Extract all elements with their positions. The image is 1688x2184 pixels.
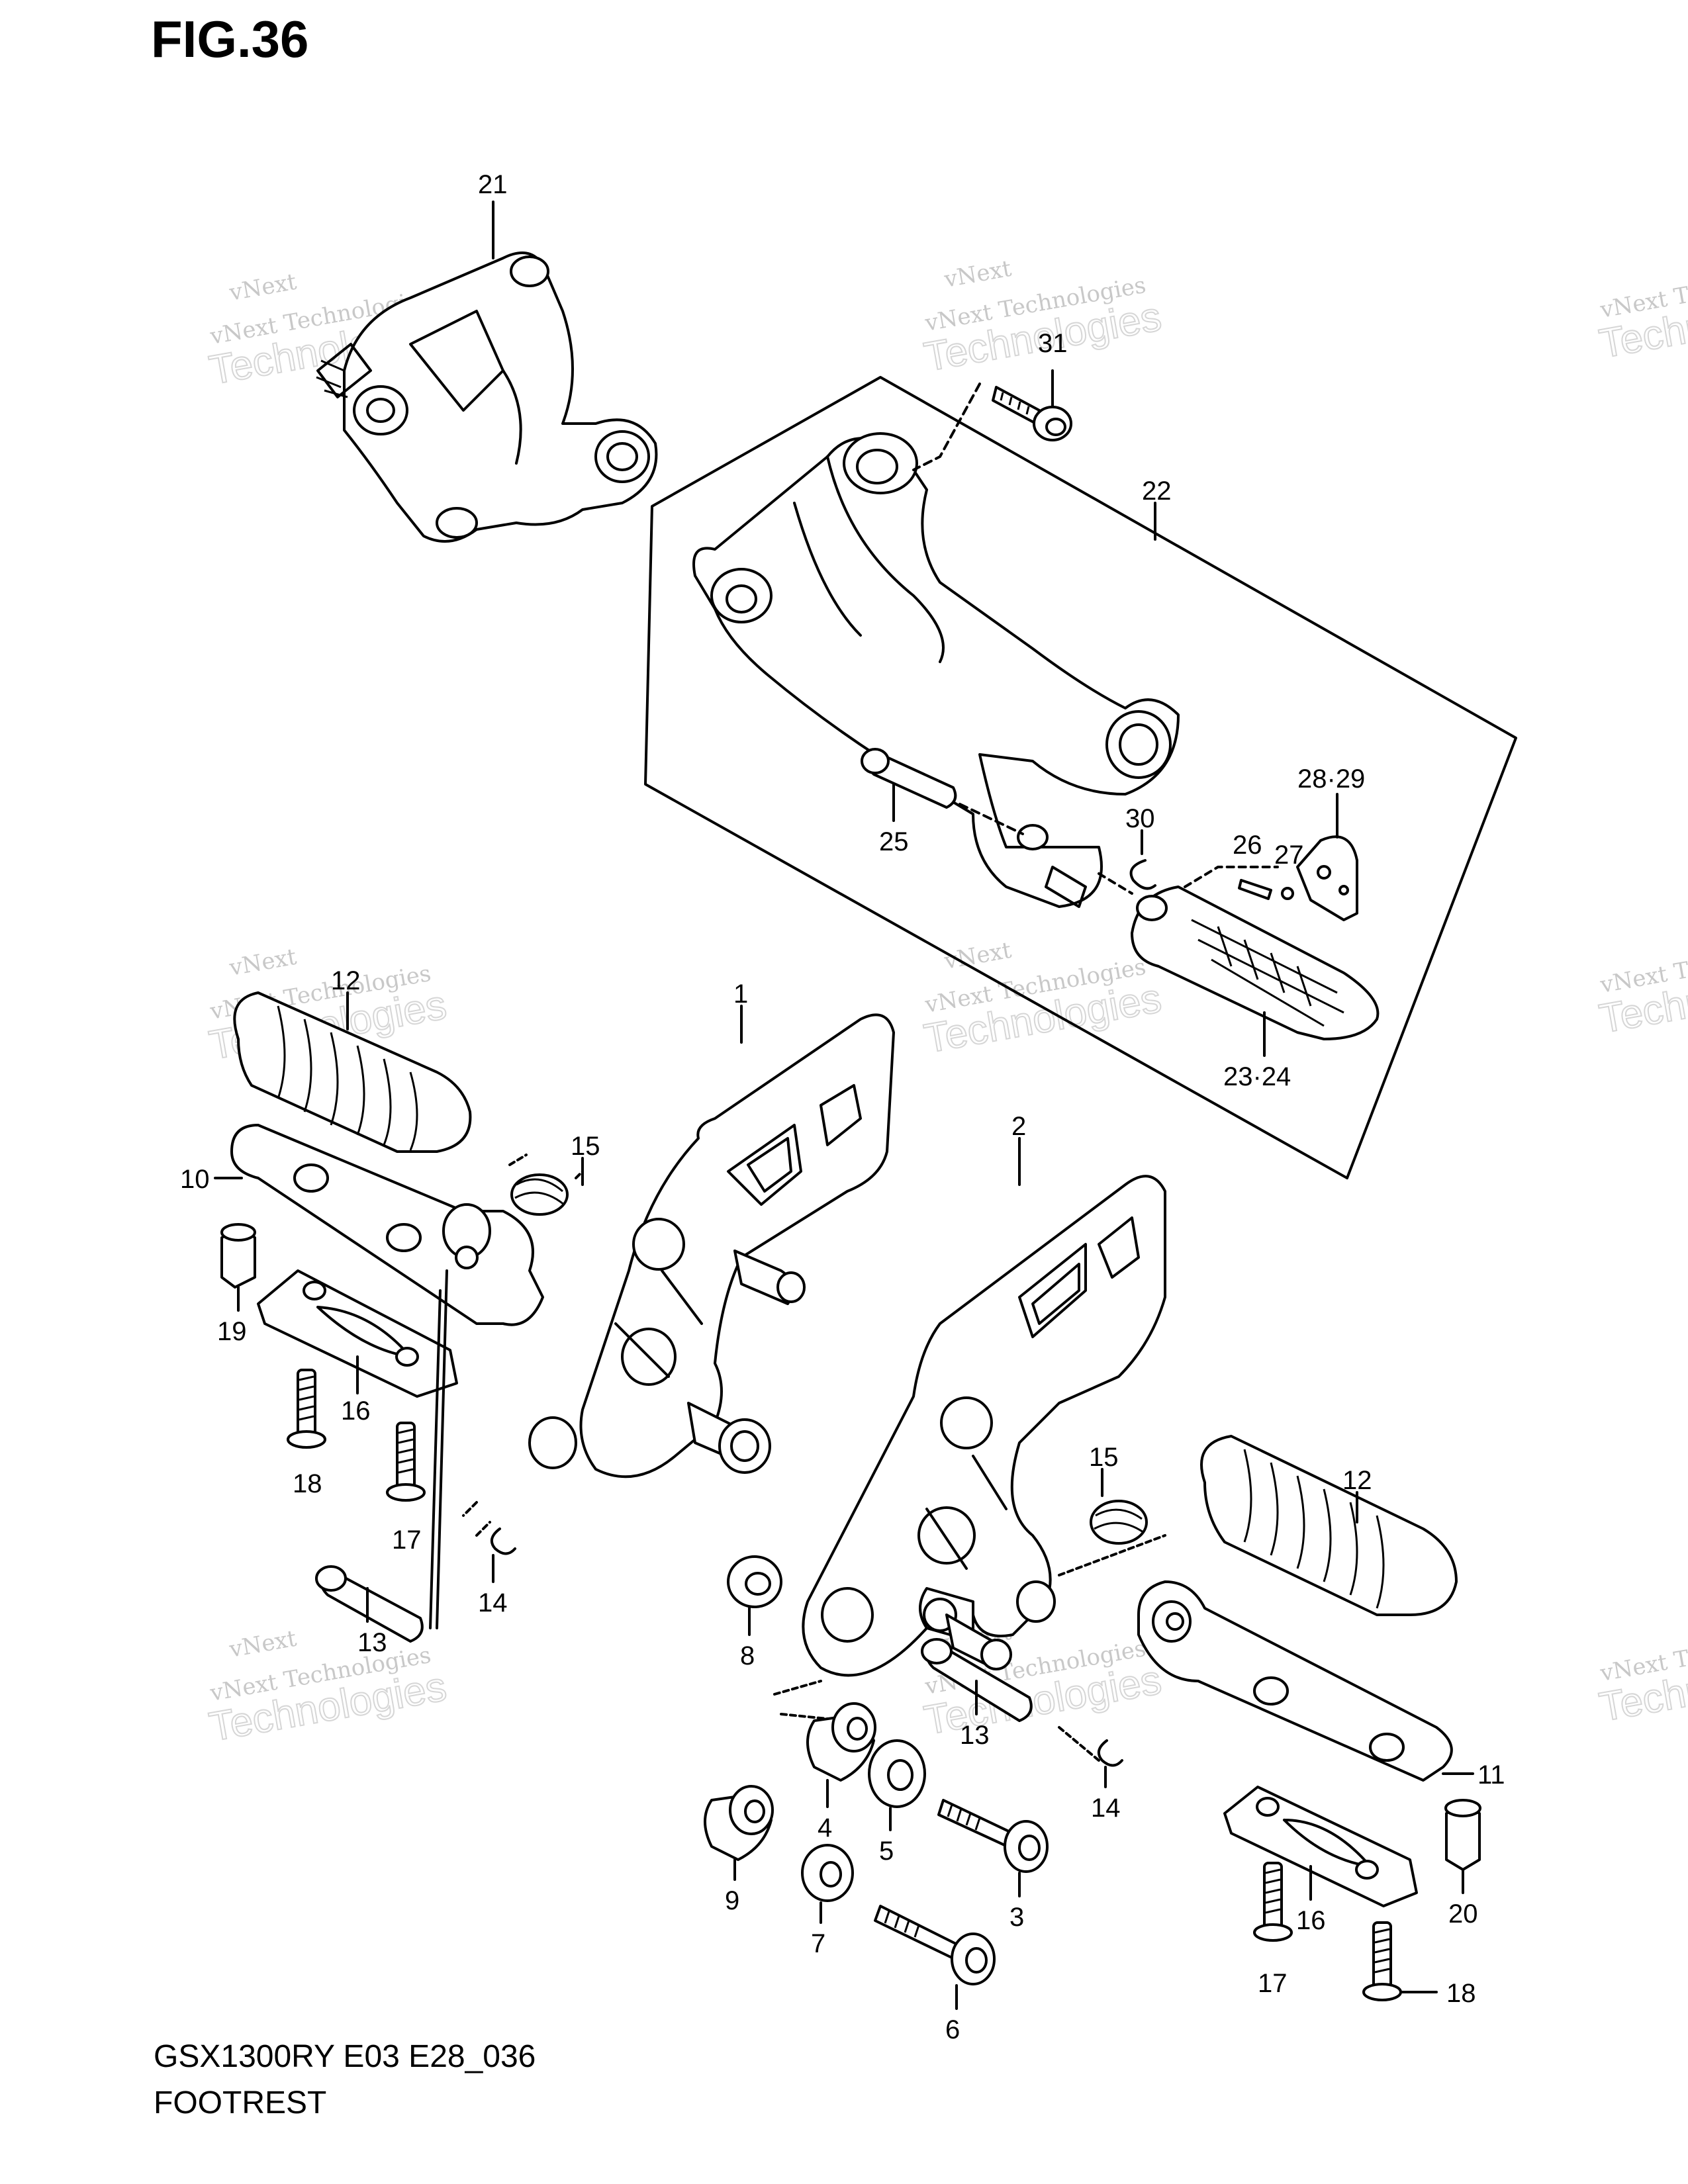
part-13-right-pin bbox=[921, 1638, 1100, 1762]
callout-16-right: 16 bbox=[1296, 1906, 1326, 1935]
watermark-text: vNext bbox=[227, 1625, 299, 1663]
watermark-text: vNext bbox=[227, 269, 299, 306]
part-19-rubber-cap bbox=[220, 1223, 256, 1312]
part-5-washer bbox=[868, 1739, 926, 1831]
callout-22: 22 bbox=[1142, 477, 1172, 506]
part-1-left-bracket bbox=[462, 1013, 895, 1537]
callout-9: 9 bbox=[725, 1886, 739, 1915]
callout-11: 11 bbox=[1477, 1760, 1505, 1790]
callout-21: 21 bbox=[478, 170, 508, 199]
part-12-right-rubber bbox=[1200, 1435, 1458, 1616]
part-23-24-footpeg bbox=[1098, 866, 1380, 1040]
part-9-bushing bbox=[704, 1785, 774, 1881]
part-7-washer bbox=[801, 1844, 854, 1924]
callout-10: 10 bbox=[180, 1165, 210, 1194]
callout-12-right: 12 bbox=[1342, 1466, 1372, 1495]
callout-31: 31 bbox=[1038, 329, 1068, 358]
callout-26: 26 bbox=[1233, 831, 1262, 860]
callout-8: 8 bbox=[740, 1641, 755, 1670]
callout-3: 3 bbox=[1009, 1903, 1024, 1932]
callout-2: 2 bbox=[1011, 1112, 1026, 1141]
model-code: GSX1300RY E03 E28_036 bbox=[154, 2039, 536, 2074]
callout-19: 19 bbox=[217, 1317, 247, 1346]
part-25-pin bbox=[861, 748, 1024, 835]
part-28-29-plate bbox=[1296, 793, 1358, 921]
callout-17-right: 17 bbox=[1258, 1969, 1288, 1998]
section-name: FOOTREST bbox=[154, 2085, 327, 2120]
callout-15-left: 15 bbox=[571, 1132, 600, 1161]
callout-17-left: 17 bbox=[392, 1525, 422, 1555]
part-12-left-rubber bbox=[233, 991, 472, 1153]
callout-14-right: 14 bbox=[1091, 1794, 1121, 1823]
part-17-right-bolt bbox=[1253, 1862, 1293, 1942]
part-2-right-bracket bbox=[773, 1175, 1166, 1722]
part-6-bolt bbox=[874, 1905, 996, 2010]
callout-28-29: 28·29 bbox=[1297, 764, 1365, 794]
part-26-27-spring-ball bbox=[1238, 879, 1294, 900]
part-8-washer bbox=[727, 1555, 782, 1636]
watermark-text: vNext bbox=[227, 944, 299, 981]
callout-5: 5 bbox=[879, 1837, 894, 1866]
callout-13-right: 13 bbox=[960, 1721, 990, 1750]
part-13-left-pin bbox=[315, 1269, 448, 1643]
part-18-left-bolt bbox=[287, 1369, 326, 1449]
callout-20: 20 bbox=[1448, 1899, 1478, 1929]
callout-labels: 21 31 22 28·29 30 26 27 25 23·24 12 1 15… bbox=[180, 170, 1505, 2044]
part-3-bolt bbox=[937, 1799, 1049, 1897]
part-14-right-clip bbox=[1097, 1739, 1123, 1788]
part-15-left-spring bbox=[508, 1154, 584, 1216]
part-15-right-spring bbox=[1058, 1468, 1166, 1576]
callout-12-left: 12 bbox=[331, 966, 361, 995]
watermark-text: vNext bbox=[942, 255, 1014, 293]
part-16-left-plate bbox=[257, 1269, 458, 1398]
part-18-right-bolt bbox=[1362, 1921, 1438, 2001]
part-17-left-bolt bbox=[386, 1422, 426, 1502]
callout-23-24: 23·24 bbox=[1223, 1062, 1291, 1091]
callout-14-left: 14 bbox=[478, 1588, 508, 1617]
part-31-bolt bbox=[912, 383, 1072, 471]
part-22-bracket bbox=[692, 432, 1180, 908]
part-16-right-plate bbox=[1223, 1786, 1418, 1907]
callout-30: 30 bbox=[1125, 804, 1155, 833]
callout-7: 7 bbox=[811, 1929, 825, 1958]
callout-18-left: 18 bbox=[293, 1469, 322, 1498]
callout-13-left: 13 bbox=[357, 1628, 387, 1657]
callout-18-right: 18 bbox=[1446, 1979, 1476, 2008]
figure-title: FIG.36 bbox=[151, 10, 309, 68]
callout-6: 6 bbox=[945, 2015, 960, 2044]
callout-16-left: 16 bbox=[341, 1396, 371, 1426]
part-14-left-clip bbox=[490, 1527, 516, 1583]
part-30-clip bbox=[1129, 829, 1156, 890]
part-10-left-footrest bbox=[230, 1124, 544, 1326]
callout-25: 25 bbox=[879, 827, 909, 856]
part-4-bushing bbox=[806, 1702, 876, 1808]
part-11-right-footrest bbox=[1137, 1580, 1474, 1782]
part-21-bracket bbox=[316, 251, 658, 543]
callout-27: 27 bbox=[1274, 841, 1304, 870]
part-20-rubber-cap bbox=[1444, 1799, 1481, 1894]
assembly-22-box bbox=[644, 376, 1517, 1179]
callout-4: 4 bbox=[818, 1813, 832, 1843]
callout-15-right: 15 bbox=[1089, 1443, 1119, 1472]
callout-1: 1 bbox=[733, 979, 748, 1009]
